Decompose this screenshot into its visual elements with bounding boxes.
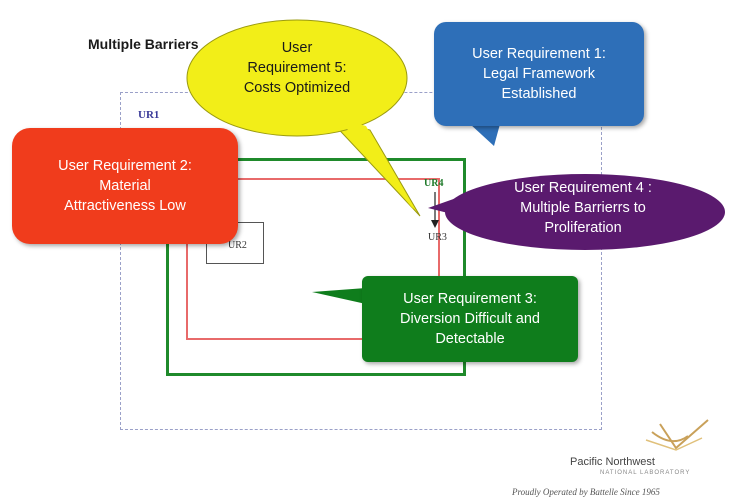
callout-req5: User Requirement 5: Costs Optimized	[222, 38, 372, 98]
callout-req4: User Requirement 4 : Multiple Barrierrs …	[468, 178, 698, 238]
callout-req1-line1: User Requirement 1:	[472, 46, 606, 62]
logo-tagline: Proudly Operated by Battelle Since 1965	[512, 487, 660, 497]
callout-req4-shape	[428, 174, 725, 250]
callout-req3: User Requirement 3: Diversion Difficult …	[362, 276, 578, 362]
callout-req1: User Requirement 1: Legal Framework Esta…	[434, 22, 644, 126]
ur4-label: UR4	[424, 178, 444, 189]
callout-req2-line3: Attractiveness Low	[64, 198, 186, 214]
callout-req3-tail	[312, 288, 366, 304]
callout-req4-line2: Multiple Barrierrs to	[520, 200, 646, 216]
callout-req3-line3: Detectable	[435, 331, 505, 347]
page-title: Multiple Barriers	[88, 36, 199, 52]
callout-req1-line3: Established	[501, 86, 577, 102]
callout-req2-line2: Material	[99, 178, 151, 194]
red-barrier-box	[186, 178, 440, 340]
pnnl-logo-icon	[645, 419, 709, 451]
callout-req2-line1: User Requirement 2:	[58, 158, 192, 174]
ur2-label: UR2	[228, 240, 247, 251]
callout-req4-line1: User Requirement 4 :	[514, 180, 652, 196]
callout-req5-line2: Requirement 5:	[247, 60, 347, 76]
callout-req1-tail	[470, 124, 500, 146]
callout-req5-line1: User	[281, 40, 313, 56]
callout-req2: User Requirement 2: Material Attractiven…	[12, 128, 238, 244]
callout-req3-line1: User Requirement 3:	[403, 291, 537, 307]
callout-req4-line3: Proliferation	[544, 220, 622, 236]
callout-req1-line2: Legal Framework	[482, 66, 595, 82]
green-barrier-box	[166, 158, 466, 376]
logo-name: Pacific Northwest	[570, 456, 655, 468]
logo-subtitle: NATIONAL LABORATORY	[600, 470, 691, 476]
callout-req5-line3: Costs Optimized	[243, 80, 351, 96]
callout-req3-line2: Diversion Difficult and	[400, 311, 540, 327]
callout-req5-shape	[186, 19, 421, 217]
ur3-label: UR3	[428, 232, 447, 243]
ur1-label: UR1	[138, 109, 160, 121]
